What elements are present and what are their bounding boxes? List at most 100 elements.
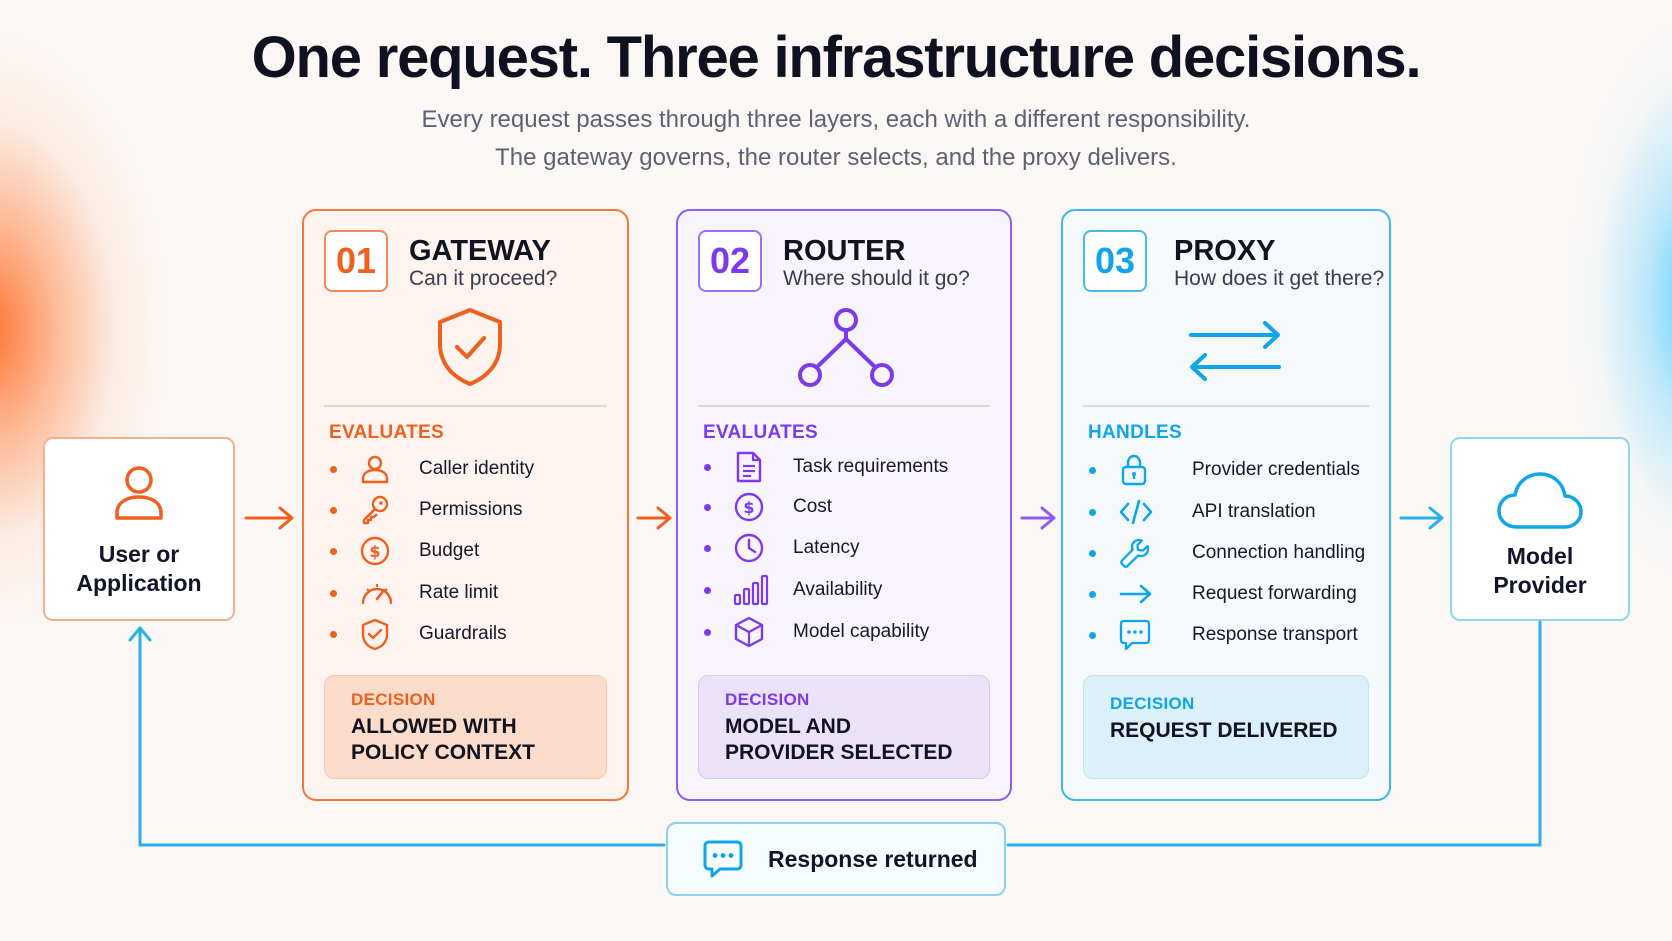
bullet [704,503,711,511]
cube-icon [734,616,764,648]
user-label-line-1: User or [98,541,180,567]
router-number-badge: 02 [698,230,762,292]
dollar-icon: $ [734,492,764,522]
arrow-router-to-proxy [1020,506,1056,530]
router-title: ROUTER [783,235,906,267]
item-label: Model capability [793,621,930,642]
router-card: 02 ROUTER Where should it go? EVALUATES … [676,209,1012,801]
shield-check-icon [438,308,502,386]
item-label: Latency [793,537,860,558]
svg-text:$: $ [743,498,754,517]
model-label-line-1: Model [1506,543,1574,569]
bullet [704,628,711,636]
bullet [1089,508,1096,516]
response-returned-label: Response returned [768,845,978,872]
gateway-title: GATEWAY [409,235,551,267]
item-label: Connection handling [1192,542,1366,563]
list-item: Provider credentials [1089,452,1360,488]
list-item: Availability [704,572,882,608]
bullet [1089,549,1096,557]
gauge-icon [361,584,393,605]
list-item: Task requirements [704,449,948,485]
item-label: Task requirements [793,456,949,477]
router-decision-label: DECISION [725,690,810,709]
proxy-decision-label: DECISION [1110,694,1195,713]
user-icon [361,455,389,484]
svg-text:$: $ [369,542,380,561]
bullet [704,544,711,552]
router-section-label: EVALUATES [703,422,818,443]
router-decision-value: MODEL AND PROVIDER SELECTED [725,715,953,764]
gateway-card: 01 GATEWAY Can it proceed? EVALUATES Cal… [302,209,629,801]
item-label: Request forwarding [1192,583,1357,604]
wrench-icon [1120,538,1150,568]
dollar-icon: $ [360,536,390,566]
item-label: Caller identity [419,458,535,479]
response-returned-box: Response returned [666,822,1006,896]
user-icon [115,466,163,520]
arrow-proxy-to-model [1399,506,1444,530]
list-item: Request forwarding [1089,576,1357,612]
bullet [1089,631,1096,639]
proxy-section-label: HANDLES [1088,422,1182,443]
proxy-decision-box: DECISION REQUEST DELIVERED [1083,675,1369,779]
proxy-card: 03 PROXY How does it get there? HANDLES … [1061,209,1391,801]
item-label: Response transport [1192,624,1358,645]
item-label: Permissions [419,499,523,520]
list-item: $ Cost [704,489,832,525]
arrow-right-icon [1119,584,1152,604]
item-label: Provider credentials [1192,459,1360,480]
bullet [1089,590,1096,598]
arrow-user-to-gateway [244,506,294,530]
swap-arrows-icon [1189,321,1281,381]
item-label: Guardrails [419,623,507,644]
clock-icon [734,533,764,563]
gateway-number-badge: 01 [324,230,388,292]
subtitle-line-1: Every request passes through three layer… [421,106,1251,133]
signal-bars-icon [733,574,769,606]
list-item: Rate limit [330,575,498,611]
bullet [704,463,711,471]
proxy-question: How does it get there? [1174,267,1385,290]
list-item: Permissions [330,492,522,528]
user-label-line-2: Application [76,570,202,596]
model-provider-box: Model Provider [1450,437,1630,621]
gateway-divider [324,405,607,407]
bullet [330,506,337,514]
gateway-decision-label: DECISION [351,690,436,709]
list-item: Connection handling [1089,535,1365,571]
shield-check-icon [361,618,389,651]
user-or-application-box: User or Application [43,437,235,621]
gateway-decision-box: DECISION ALLOWED WITH POLICY CONTEXT [324,675,607,779]
router-question: Where should it go? [783,267,970,290]
list-item: Model capability [704,614,929,650]
item-label: API translation [1192,501,1316,522]
bullet [330,465,337,473]
arrow-gateway-to-router [636,506,672,530]
branch-icon [798,308,894,387]
chat-icon [1119,619,1151,651]
gateway-section-label: EVALUATES [329,422,444,443]
bullet [1089,466,1096,474]
list-item: Response transport [1089,617,1358,653]
key-icon [362,495,389,525]
list-item: API translation [1089,494,1316,530]
item-label: Availability [793,579,883,600]
subtitle-line-2: The gateway governs, the router selects,… [495,144,1177,171]
bullet [330,630,337,638]
proxy-title: PROXY [1174,235,1276,267]
bullet [330,589,337,597]
list-item: Latency [704,530,860,566]
list-item: Caller identity [330,451,534,487]
router-divider [698,405,990,407]
proxy-decision-value: REQUEST DELIVERED [1110,719,1338,742]
document-icon [736,451,762,483]
cloud-icon [1497,472,1583,529]
chat-icon [703,840,743,878]
page-title: One request. Three infrastructure decisi… [251,25,1422,90]
gateway-question: Can it proceed? [409,267,558,290]
bullet [330,547,337,555]
item-label: Rate limit [419,582,499,603]
bullet [704,586,711,594]
